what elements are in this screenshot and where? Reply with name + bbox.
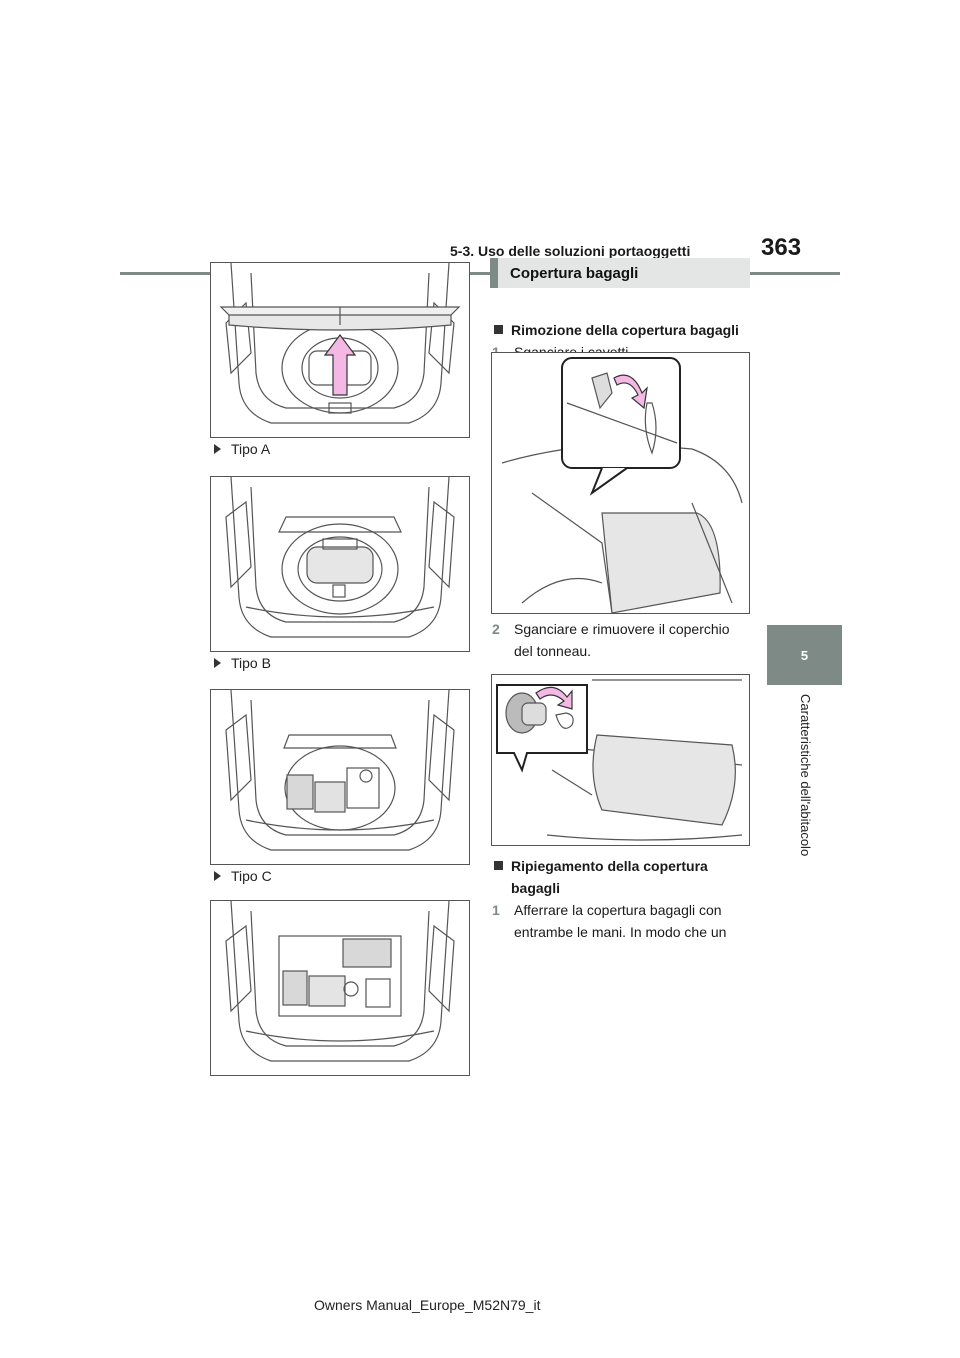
- removal-heading: Rimozione della copertura bagagli: [494, 319, 764, 341]
- caption-arrow-icon: [214, 444, 221, 454]
- trunk-type-c-illustration: [210, 900, 470, 1076]
- caption-arrow-icon: [214, 658, 221, 668]
- bullet-square-icon: [494, 325, 503, 334]
- caption-type-c: Tipo C: [214, 868, 272, 884]
- folding-step-1: 1 Afferrare la copertura bagagli con ent…: [492, 902, 727, 940]
- trunk-type-a-illustration: [210, 476, 470, 652]
- caption-type-a: Tipo A: [214, 441, 270, 457]
- caption-arrow-icon: [214, 871, 221, 881]
- chapter-tab: 5: [767, 625, 842, 685]
- footer-doc-id: Owners Manual_Europe_M52N79_it: [314, 1297, 541, 1313]
- section-title-bar: Copertura bagagli: [490, 258, 750, 288]
- removal-step-2: 2 Sganciare e rimuovere il coperchio del…: [492, 621, 730, 659]
- bullet-square-icon: [494, 861, 503, 870]
- remove-tonneau-illustration: [491, 674, 750, 846]
- header-rule: [120, 272, 840, 275]
- unhook-cables-illustration: [491, 352, 750, 614]
- trunk-cover-illustration: [210, 262, 470, 438]
- running-header: 5-3. Uso delle soluzioni portaoggetti: [450, 243, 691, 259]
- page-number: 363: [761, 234, 802, 261]
- folding-heading: Ripiegamento della copertura bagagli: [494, 855, 749, 899]
- chapter-label: Caratteristiche dell'abitacolo: [798, 694, 813, 857]
- caption-type-b: Tipo B: [214, 655, 271, 671]
- trunk-type-b-illustration: [210, 689, 470, 865]
